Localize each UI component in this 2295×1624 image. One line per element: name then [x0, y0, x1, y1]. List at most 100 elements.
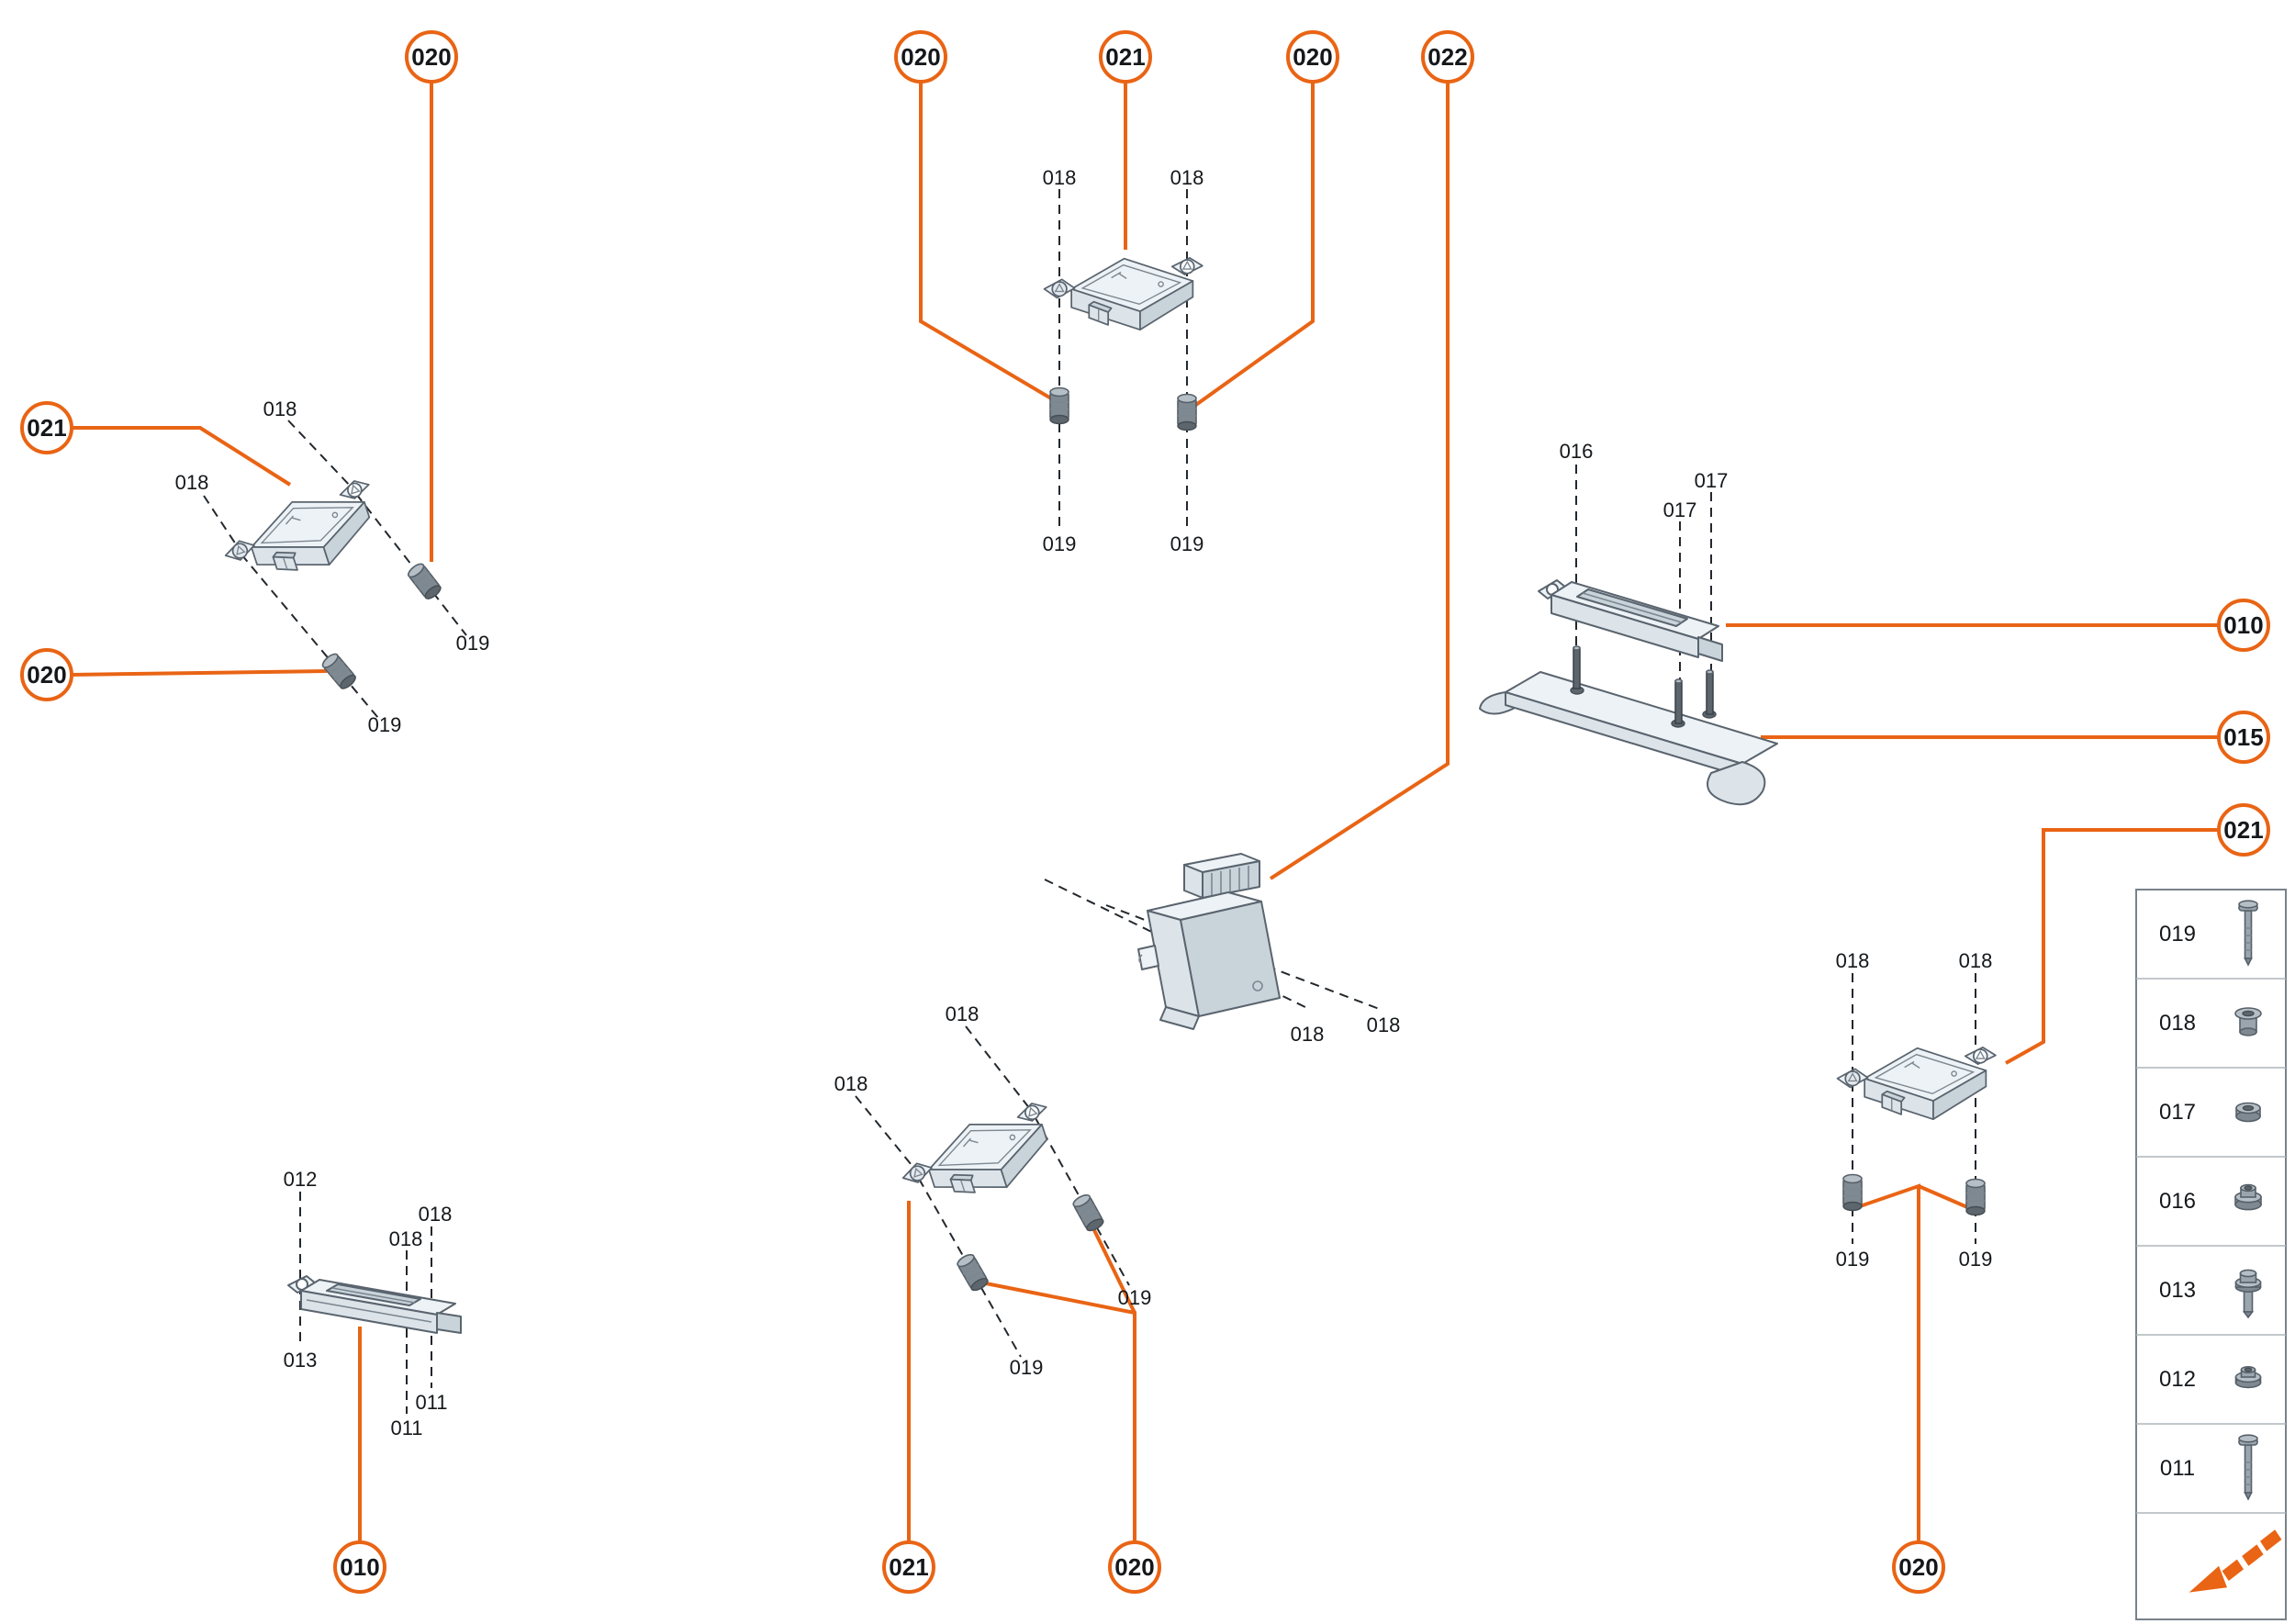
module-antenna-amplifier-top-middle — [1043, 256, 1203, 331]
svg-text:021: 021 — [889, 1553, 928, 1581]
part-label-019: 019 — [1959, 1248, 1993, 1271]
leader-018-bc-left — [855, 1095, 916, 1170]
legend-row-017[interactable]: 017 — [2159, 1100, 2261, 1125]
part-label-016: 016 — [1560, 440, 1594, 463]
part-label-017: 017 — [1663, 498, 1697, 521]
callout-020-left[interactable]: 020 — [20, 648, 73, 701]
module-antenna-amplifier-top-left — [215, 476, 390, 596]
svg-text:022: 022 — [1427, 43, 1467, 71]
part-label-018: 018 — [1043, 166, 1077, 189]
callout-line-020-bottom-right — [1859, 1183, 1975, 1541]
part-label-019: 019 — [368, 713, 402, 736]
callout-leader-lines — [71, 82, 2219, 1541]
legend-row-019[interactable]: 019 — [2159, 900, 2258, 966]
callout-020-bottom-right[interactable]: 020 — [1892, 1540, 1945, 1594]
svg-text:010: 010 — [2223, 611, 2263, 639]
svg-text:020: 020 — [901, 43, 940, 71]
legend-code: 017 — [2159, 1100, 2196, 1125]
legend-code: 018 — [2159, 1011, 2196, 1036]
legend-panel: 019 018 017 016 013 012 011 — [2135, 889, 2287, 1620]
part-label-011: 011 — [415, 1391, 447, 1414]
legend-code: 019 — [2159, 922, 2196, 946]
legend-row-011[interactable]: 011 — [2160, 1434, 2258, 1500]
callout-022[interactable]: 022 — [1421, 30, 1474, 84]
part-label-013: 013 — [284, 1349, 318, 1372]
leader-018-tl-left — [203, 495, 239, 548]
svg-text:020: 020 — [1114, 1553, 1154, 1581]
callout-020-mid-left[interactable]: 020 — [894, 30, 947, 84]
part-label-018: 018 — [1170, 166, 1204, 189]
callout-020-mid-right[interactable]: 020 — [1286, 30, 1339, 84]
part-label-019: 019 — [456, 632, 490, 655]
callout-line-020-bottom-center — [985, 1229, 1136, 1541]
leader-018-tl-right — [287, 420, 353, 489]
callout-line-022 — [1269, 82, 1450, 880]
part-label-018: 018 — [175, 471, 209, 494]
part-label-018: 018 — [1291, 1023, 1325, 1046]
callout-line-020-left — [71, 669, 328, 677]
svg-text:021: 021 — [27, 414, 66, 442]
module-antenna-amplifier-bottom-center — [892, 1098, 1068, 1218]
part-label-018: 018 — [946, 1002, 980, 1025]
module-antenna-amplifier-right-assembly — [1479, 579, 1778, 806]
part-label-019: 019 — [1170, 532, 1204, 555]
svg-text:020: 020 — [27, 661, 66, 689]
callout-021-bottom-center[interactable]: 021 — [882, 1540, 935, 1594]
module-antenna-amplifier-bottom-right — [1836, 1046, 1997, 1121]
callout-line-020-mid-right — [1192, 82, 1315, 409]
part-label-019: 019 — [1010, 1356, 1044, 1379]
callout-010-right[interactable]: 010 — [2217, 599, 2270, 652]
spacer-part-br-left — [1842, 1173, 1863, 1212]
svg-text:020: 020 — [1293, 43, 1332, 71]
part-label-018: 018 — [1836, 949, 1870, 972]
module-control-unit-center — [1137, 853, 1281, 1030]
callout-020-top-left[interactable]: 020 — [405, 30, 458, 84]
part-label-018: 018 — [263, 398, 297, 420]
callout-010-bottom-left[interactable]: 010 — [333, 1540, 386, 1594]
part-label-019: 019 — [1836, 1248, 1870, 1271]
callout-021-right[interactable]: 021 — [2217, 803, 2270, 857]
callout-line-021-left — [72, 426, 292, 487]
callout-021-left[interactable]: 021 — [20, 401, 73, 454]
spacer-part-tl-right — [405, 560, 444, 602]
part-label-019: 019 — [1043, 532, 1077, 555]
part-label-018: 018 — [389, 1227, 423, 1250]
callout-line-020-mid-left — [919, 82, 1058, 403]
spacer-part-bc-right — [1070, 1192, 1106, 1234]
callout-line-021-right — [2005, 828, 2219, 1065]
svg-text:020: 020 — [411, 43, 451, 71]
legend-code: 012 — [2159, 1367, 2196, 1392]
leader-018-bc-right — [965, 1025, 1031, 1110]
module-antenna-amplifier-bottom-left — [287, 1275, 462, 1334]
legend-code: 016 — [2159, 1189, 2196, 1214]
spacer-part-bc-left — [955, 1251, 991, 1294]
legend-row-013[interactable]: 013 — [2159, 1269, 2262, 1318]
svg-text:021: 021 — [2223, 816, 2263, 844]
part-label-018: 018 — [1367, 1014, 1401, 1036]
spacer-parts — [319, 386, 1986, 1294]
svg-text:020: 020 — [1898, 1553, 1938, 1581]
svg-text:021: 021 — [1105, 43, 1145, 71]
callout-021-mid[interactable]: 021 — [1099, 30, 1152, 84]
legend-code: 011 — [2160, 1456, 2195, 1481]
part-label-017: 017 — [1695, 469, 1729, 492]
part-label-019: 019 — [1118, 1286, 1152, 1309]
part-label-018: 018 — [1959, 949, 1993, 972]
nut-icon — [2235, 1102, 2261, 1123]
spacer-part-tm-right — [1177, 393, 1197, 431]
legend-row-018[interactable]: 018 — [2159, 1007, 2262, 1036]
spacer-part-br-right — [1965, 1178, 1986, 1216]
part-number-labels: 018 018 019 019 018 018 019 019 016 017 … — [175, 166, 1993, 1439]
spacer-part-tm-left — [1049, 386, 1069, 425]
callout-015-right[interactable]: 015 — [2217, 711, 2270, 764]
leader-019-tl-right — [355, 493, 467, 636]
leader-019-tl-left — [241, 554, 379, 719]
callout-020-bottom-center[interactable]: 020 — [1108, 1540, 1161, 1594]
part-label-018: 018 — [834, 1072, 868, 1095]
legend-row-016[interactable]: 016 — [2159, 1183, 2262, 1214]
legend-row-012[interactable]: 012 — [2159, 1366, 2262, 1392]
callout-markers: 020 020 021 020 022 021 020 010 — [20, 30, 2270, 1594]
part-label-012: 012 — [284, 1168, 318, 1191]
part-label-018: 018 — [419, 1203, 453, 1226]
